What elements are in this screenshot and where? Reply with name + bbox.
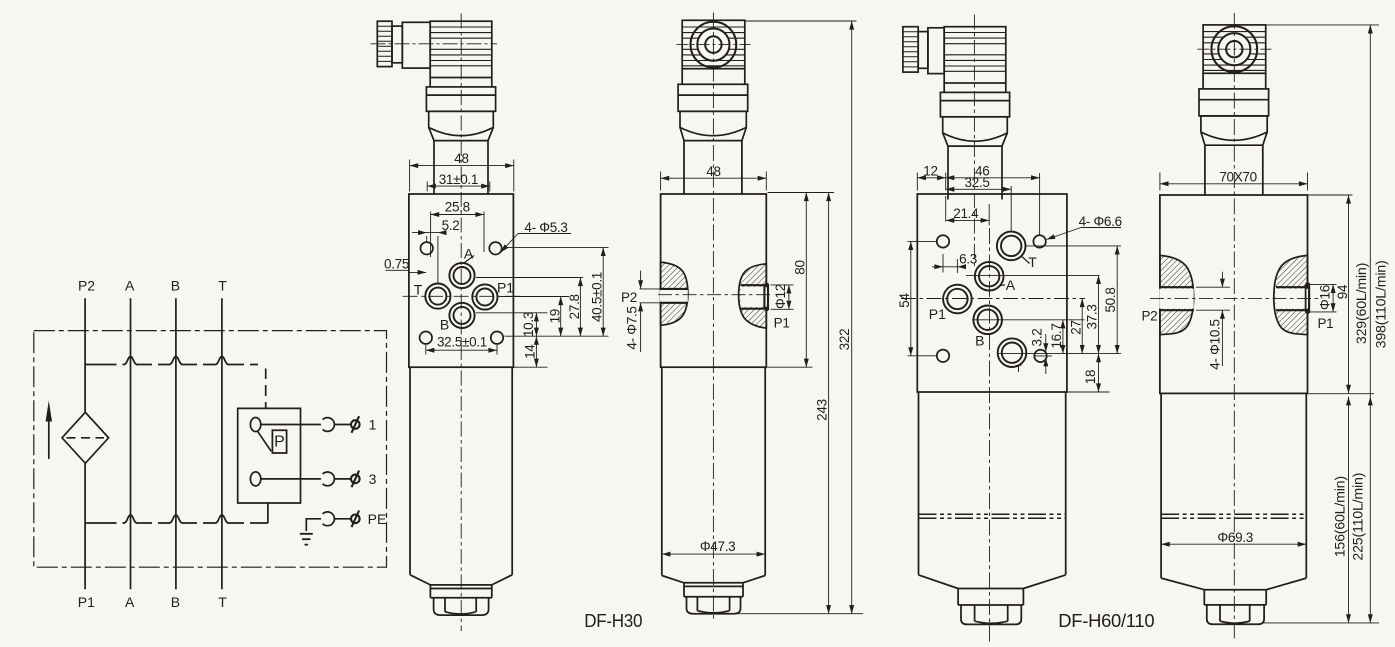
svg-text:Φ12: Φ12	[773, 284, 788, 309]
svg-text:P2: P2	[621, 290, 637, 305]
svg-text:54: 54	[897, 293, 912, 308]
svg-text:322: 322	[837, 329, 852, 351]
svg-text:4- Φ5.3: 4- Φ5.3	[524, 220, 567, 235]
svg-text:P2: P2	[1141, 308, 1157, 323]
svg-text:50.8: 50.8	[1103, 287, 1118, 312]
svg-text:6.3: 6.3	[959, 252, 977, 267]
svg-text:DF-H60/110: DF-H60/110	[1058, 610, 1154, 631]
svg-text:40.5±0.1: 40.5±0.1	[589, 272, 604, 322]
svg-text:T: T	[218, 594, 227, 610]
svg-text:T: T	[218, 278, 227, 294]
svg-text:A: A	[464, 246, 474, 262]
svg-text:Φ69.3: Φ69.3	[1217, 530, 1253, 545]
svg-text:21.4: 21.4	[953, 206, 979, 221]
svg-text:225(110L/min): 225(110L/min)	[1351, 473, 1367, 561]
svg-text:4- Φ6.6: 4- Φ6.6	[1079, 214, 1122, 229]
svg-text:14: 14	[522, 344, 537, 359]
svg-text:156(60L/min): 156(60L/min)	[1333, 476, 1349, 557]
svg-text:P1: P1	[774, 315, 790, 330]
svg-text:B: B	[440, 316, 449, 332]
svg-text:3.2: 3.2	[1029, 329, 1044, 347]
svg-text:P1: P1	[1317, 316, 1333, 331]
svg-text:5.2: 5.2	[442, 218, 460, 233]
svg-text:243: 243	[814, 399, 829, 421]
svg-text:31±0.1: 31±0.1	[439, 172, 478, 187]
svg-text:B: B	[975, 333, 984, 349]
svg-text:4- Φ7.5: 4- Φ7.5	[624, 306, 639, 349]
svg-text:A: A	[1006, 277, 1016, 293]
svg-text:80: 80	[792, 260, 807, 274]
svg-text:3: 3	[369, 471, 377, 487]
svg-text:A: A	[125, 594, 135, 610]
svg-text:T: T	[1028, 254, 1037, 270]
svg-text:27: 27	[1068, 320, 1083, 334]
svg-text:T: T	[1015, 363, 1022, 375]
svg-text:48: 48	[454, 151, 468, 166]
svg-text:T: T	[414, 282, 423, 298]
svg-text:Φ47.3: Φ47.3	[700, 539, 736, 554]
svg-text:0.75: 0.75	[384, 256, 409, 271]
svg-text:DF-H30: DF-H30	[584, 610, 642, 631]
svg-text:Φ16: Φ16	[1317, 285, 1332, 310]
svg-text:32.5±0.1: 32.5±0.1	[437, 335, 487, 350]
svg-text:37.3: 37.3	[1084, 304, 1099, 329]
svg-text:PE: PE	[368, 511, 387, 527]
svg-text:19: 19	[547, 309, 562, 323]
svg-text:18: 18	[1083, 370, 1098, 384]
svg-text:P1: P1	[929, 306, 946, 322]
svg-text:10.3: 10.3	[521, 312, 536, 337]
svg-text:A: A	[125, 278, 135, 294]
svg-text:P: P	[274, 434, 285, 451]
svg-text:4- Φ10.5: 4- Φ10.5	[1207, 319, 1222, 369]
svg-text:46: 46	[975, 163, 989, 178]
svg-text:25.8: 25.8	[445, 200, 470, 215]
svg-text:329(60L/min): 329(60L/min)	[1354, 263, 1370, 344]
svg-text:32.5: 32.5	[965, 175, 990, 190]
svg-text:P1: P1	[78, 594, 95, 610]
svg-text:12: 12	[923, 163, 937, 178]
svg-text:B: B	[171, 278, 180, 294]
svg-text:P1: P1	[497, 279, 514, 295]
svg-text:94: 94	[1335, 284, 1350, 299]
svg-text:27.8: 27.8	[567, 294, 582, 319]
svg-text:48: 48	[706, 164, 720, 179]
svg-text:16.7: 16.7	[1049, 323, 1064, 348]
svg-text:P2: P2	[78, 278, 95, 294]
svg-text:398(110L/min): 398(110L/min)	[1374, 260, 1390, 348]
svg-text:1: 1	[369, 417, 377, 433]
svg-text:70X70: 70X70	[1219, 169, 1257, 184]
svg-text:B: B	[171, 594, 180, 610]
